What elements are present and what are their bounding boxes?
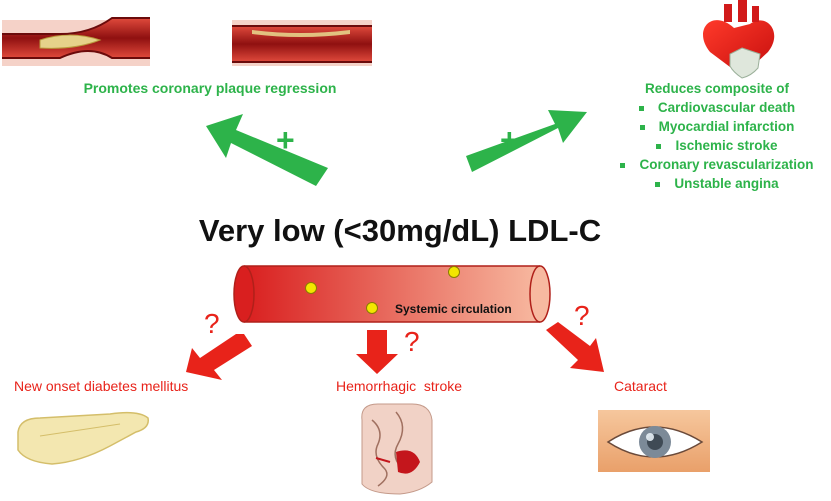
hemorrhagic-stroke-label: Hemorrhagic stroke bbox=[336, 378, 463, 394]
bullet-icon bbox=[620, 162, 626, 168]
benefit-arrow-left bbox=[206, 114, 328, 186]
outcome-item: Myocardial infarction bbox=[602, 117, 831, 136]
systemic-circulation-label: Systemic circulation bbox=[395, 302, 512, 316]
lipid-particle bbox=[448, 266, 460, 278]
plus-sign-right: + bbox=[500, 122, 519, 158]
lipid-particle bbox=[366, 302, 378, 314]
bullet-icon bbox=[639, 124, 645, 130]
pancreas-icon bbox=[17, 411, 149, 465]
bullet-icon bbox=[656, 143, 662, 149]
risk-arrow-center bbox=[356, 330, 398, 374]
main-title: Very low (<30mg/dL) LDL-C bbox=[198, 213, 602, 248]
artery-regressed-icon bbox=[232, 20, 372, 66]
diabetes-risk-label: New onset diabetes mellitus bbox=[14, 378, 189, 394]
composite-outcomes-title: Reduces composite of bbox=[644, 81, 790, 96]
bullet-icon bbox=[638, 105, 644, 111]
cataract-label: Cataract bbox=[614, 378, 667, 394]
outcome-item-label: Ischemic stroke bbox=[675, 138, 778, 153]
artery-plaque-icon bbox=[2, 17, 150, 66]
composite-outcomes-box: Reduces composite of Cardiovascular deat… bbox=[602, 79, 831, 193]
plus-sign-left: + bbox=[276, 122, 295, 158]
outcome-item: Unstable angina bbox=[602, 174, 831, 193]
systemic-vessel bbox=[233, 265, 551, 323]
outcome-item-label: Myocardial infarction bbox=[658, 119, 795, 134]
lipid-particle bbox=[305, 282, 317, 294]
question-mark-right: ? bbox=[574, 300, 590, 331]
bullet-icon bbox=[655, 181, 661, 187]
risk-arrow-left bbox=[186, 334, 252, 380]
outcome-item: Coronary revascularization bbox=[602, 155, 831, 174]
outcome-item-label: Unstable angina bbox=[674, 176, 779, 191]
brain-hemorrhage-icon bbox=[361, 403, 433, 495]
outcome-item-label: Coronary revascularization bbox=[639, 157, 814, 172]
heart-shield-icon bbox=[703, 0, 775, 79]
outcome-item-label: Cardiovascular death bbox=[657, 100, 796, 115]
question-mark-center: ? bbox=[404, 326, 420, 357]
plaque-regression-label: Promotes coronary plaque regression bbox=[83, 80, 337, 96]
question-mark-left: ? bbox=[204, 308, 220, 339]
outcome-item: Ischemic stroke bbox=[602, 136, 831, 155]
outcome-item: Cardiovascular death bbox=[602, 98, 831, 117]
eye-cataract-icon bbox=[598, 410, 710, 472]
risk-arrow-right bbox=[546, 322, 604, 372]
benefit-arrow-right bbox=[466, 110, 587, 172]
